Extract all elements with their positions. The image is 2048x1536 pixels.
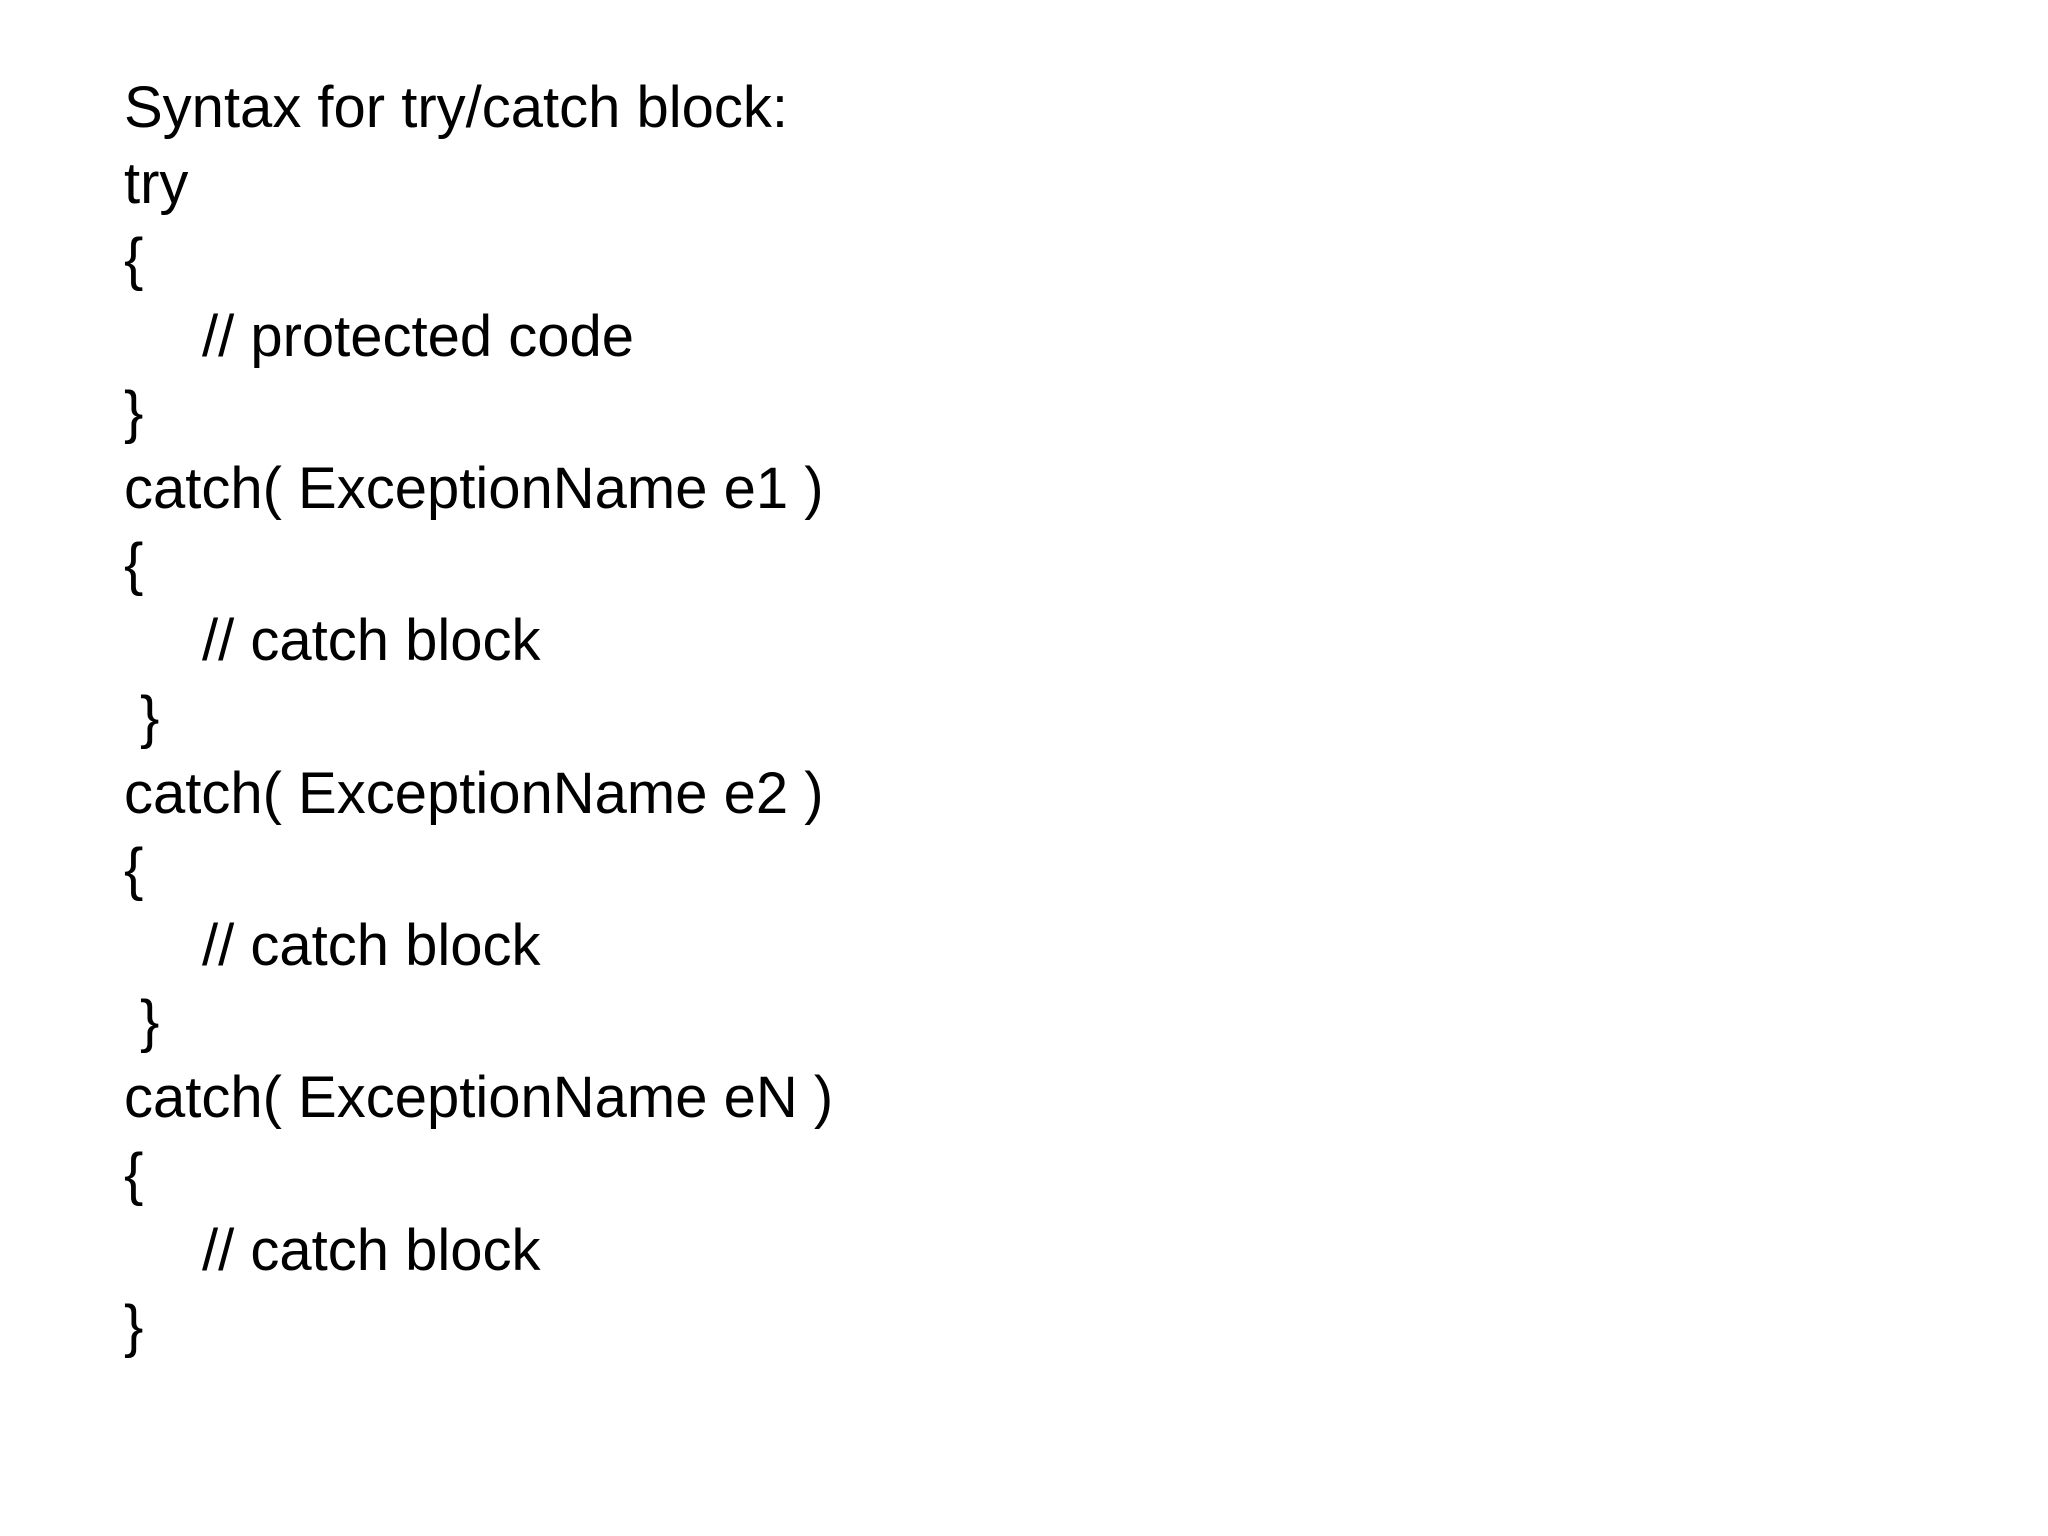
try-keyword: try	[124, 151, 189, 217]
catch-clause-en: catch( ExceptionName eN )	[124, 1065, 834, 1131]
catch-clause-e1: catch( ExceptionName e1 )	[124, 455, 824, 521]
catch-block-comment: // catch block	[202, 1217, 541, 1283]
close-brace: }	[124, 1294, 144, 1359]
close-brace: }	[140, 989, 160, 1055]
open-brace: {	[124, 836, 144, 902]
catch-block-comment: // catch block	[202, 913, 541, 979]
open-brace: {	[124, 227, 144, 293]
syntax-block: Syntax for try/catch block: try { // pro…	[124, 70, 1924, 1365]
open-brace: {	[124, 1141, 144, 1207]
catch-clause-e2: catch( ExceptionName e2 )	[124, 760, 824, 826]
syntax-title: Syntax for try/catch block:	[124, 75, 789, 140]
protected-code-comment: // protected code	[202, 303, 635, 369]
close-brace: }	[140, 684, 160, 750]
catch-block-comment: // catch block	[202, 608, 541, 674]
open-brace: {	[124, 532, 144, 598]
close-brace: }	[124, 379, 144, 445]
